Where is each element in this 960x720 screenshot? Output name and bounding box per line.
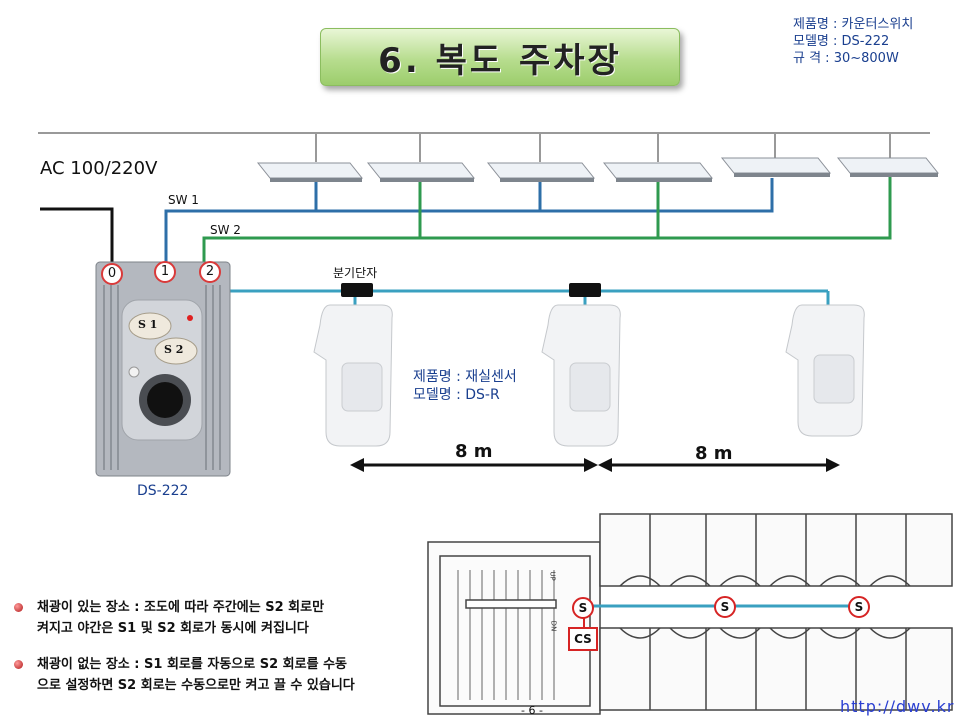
ceiling-lamp-3 bbox=[486, 133, 596, 182]
sensor-spec: 제품명 : 재실센서 모델명 : DS-R bbox=[413, 368, 517, 404]
sw2-line bbox=[202, 177, 892, 270]
sensor-model: 모델명 : DS-R bbox=[413, 387, 500, 403]
spec-product: 제품명 : 카운터스위치 bbox=[793, 17, 914, 32]
spec-model: 모델명 : DS-222 bbox=[793, 34, 890, 49]
occupancy-sensor-1 bbox=[313, 304, 393, 447]
sw2-label: SW 2 bbox=[210, 223, 241, 237]
branch-terminal-1 bbox=[341, 283, 373, 297]
sensor-bus bbox=[230, 289, 830, 310]
ceiling-lamp-6 bbox=[836, 133, 940, 177]
ceiling-lamp-1 bbox=[256, 133, 364, 182]
distance-label-2: 8 m bbox=[695, 443, 733, 464]
switch-unit bbox=[95, 261, 231, 477]
distance-label-1: 8 m bbox=[455, 441, 493, 462]
branch-label: 분기단자 bbox=[333, 266, 378, 280]
sensor-product: 제품명 : 재실센서 bbox=[413, 369, 517, 385]
title-banner: 6. 복도 주차장 bbox=[320, 28, 680, 86]
floor-sensor-marker-3: S bbox=[848, 596, 870, 618]
note-bullet-icon bbox=[14, 603, 23, 612]
terminal-2: 2 bbox=[199, 261, 221, 283]
note-1-line-2: 켜지고 야간은 S1 및 S2 회로가 동시에 켜집니다 bbox=[37, 621, 309, 636]
note-1-line-1: 채광이 있는 장소 : 조도에 따라 주간에는 S2 회로만 bbox=[37, 600, 325, 615]
sw1-line bbox=[164, 178, 774, 270]
note-bullet-icon bbox=[14, 660, 23, 669]
spec-block: 제품명 : 카운터스위치 모델명 : DS-222 규 격 : 30~800W bbox=[793, 16, 913, 67]
note-2: 채광이 없는 장소 : S1 회로를 자동으로 S2 회로를 수동 으로 설정하… bbox=[37, 654, 355, 696]
sw1-label: SW 1 bbox=[168, 193, 199, 207]
floor-sensor-marker-2: S bbox=[714, 596, 736, 618]
branch-terminal-2 bbox=[569, 283, 601, 297]
occupancy-sensor-2 bbox=[541, 304, 621, 447]
s2-button-label: S 2 bbox=[164, 343, 184, 356]
ceiling-lamp-4 bbox=[602, 133, 714, 182]
spec-rating: 규 격 : 30~800W bbox=[793, 51, 899, 66]
s1-button-label: S 1 bbox=[138, 318, 158, 331]
switch-unit-label: DS-222 bbox=[137, 483, 189, 499]
distance-arrows bbox=[350, 458, 840, 472]
stair-down-label: DN bbox=[549, 620, 558, 632]
page-number: - 6 - bbox=[521, 704, 543, 717]
floor-cs-marker: CS bbox=[568, 627, 598, 651]
stair-up-label: UP bbox=[548, 571, 557, 581]
floor-sensor-marker-1: S bbox=[572, 597, 594, 619]
ac-line bbox=[40, 207, 114, 270]
note-2-line-1: 채광이 없는 장소 : S1 회로를 자동으로 S2 회로를 수동 bbox=[37, 657, 347, 672]
note-2-line-2: 으로 설정하면 S2 회로는 수동으로만 켜고 끌 수 있습니다 bbox=[37, 678, 355, 693]
note-1: 채광이 있는 장소 : 조도에 따라 주간에는 S2 회로만 켜지고 야간은 S… bbox=[37, 597, 324, 639]
ac-label: AC 100/220V bbox=[40, 158, 158, 179]
ceiling-lamp-5 bbox=[720, 133, 832, 177]
site-url[interactable]: http://dwv.kr bbox=[840, 697, 955, 716]
occupancy-sensor-3 bbox=[785, 304, 865, 437]
terminal-1: 1 bbox=[154, 261, 176, 283]
ceiling-lamps bbox=[256, 133, 940, 182]
terminal-0: 0 bbox=[101, 263, 123, 285]
ceiling-lamp-2 bbox=[366, 133, 476, 182]
floor-plan bbox=[427, 513, 953, 715]
page-title: 6. 복도 주차장 bbox=[378, 40, 622, 81]
